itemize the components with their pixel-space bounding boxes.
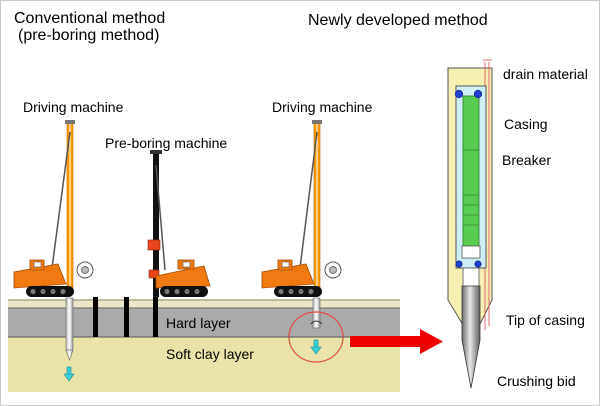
label-casing: Casing (504, 116, 548, 132)
down-arrow-left (63, 366, 75, 382)
label-driving-machine-right: Driving machine (272, 99, 373, 115)
red-arrow (350, 329, 443, 354)
pile-right (310, 297, 323, 329)
label-tip-of-casing: Tip of casing (506, 312, 585, 328)
label-breaker: Breaker (502, 152, 552, 168)
label-pre-boring-machine: Pre-boring machine (105, 135, 228, 151)
highlight-circle (288, 311, 344, 363)
label-hard-layer: Hard layer (166, 315, 231, 331)
title-new-method: Newly developed method (308, 12, 488, 29)
title-conventional-sub: (pre-boring method) (18, 27, 160, 44)
ground-surface (8, 300, 400, 308)
title-conventional: Conventional method (14, 10, 166, 27)
driving-machine-left (13, 120, 94, 297)
label-driving-machine-left: Driving machine (23, 99, 124, 115)
soft-clay-layer (8, 337, 400, 392)
down-arrow-right (310, 339, 322, 355)
label-crushing-bid: Crushing bid (497, 373, 576, 389)
label-drain-material: drain material (503, 66, 588, 82)
label-soft-clay-layer: Soft clay layer (166, 346, 254, 362)
casing-assembly (447, 59, 493, 389)
pre-bored-holes (93, 297, 158, 337)
driving-machine-right (261, 120, 342, 297)
pre-boring-machine (147, 150, 211, 297)
pile-left (65, 297, 74, 361)
